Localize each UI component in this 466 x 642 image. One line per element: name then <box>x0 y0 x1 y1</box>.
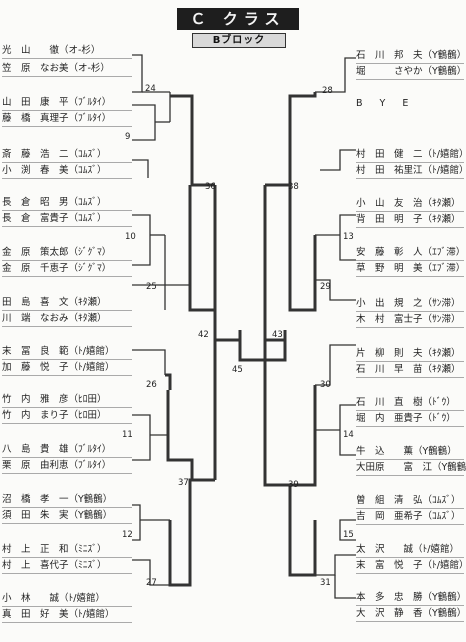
player-left-22: 村 上 喜代子（ﾐﾆｽﾞ） <box>2 559 132 574</box>
match-number-42-left: 42 <box>198 330 209 340</box>
player-right-7: 背 田 明 子（ｷﾀ瀬） <box>356 213 464 228</box>
player-right-bye: B Y E <box>356 98 416 109</box>
match-number-15: 15 <box>343 530 354 540</box>
player-right-8: 安 藤 彰 人（ｴﾌﾞ滞） <box>356 246 465 261</box>
player-left-12: 川 端 なおみ（ｷﾀ瀬） <box>2 312 132 327</box>
player-left-15: 竹 内 雅 彦（ﾋﾛ田） <box>2 393 132 408</box>
match-number-26: 26 <box>146 380 157 390</box>
player-right-17: 大田原 富 江（Y鶴鶴） <box>356 461 466 476</box>
match-number-10: 10 <box>125 232 136 242</box>
match-number-12: 12 <box>122 530 133 540</box>
player-right-18: 曽 組 清 弘（ｺﾑｽﾞ） <box>356 494 464 509</box>
match-number-38: 38 <box>288 182 299 192</box>
match-number-43: 43 <box>272 330 283 340</box>
match-number-24: 24 <box>145 84 156 94</box>
player-right-15: 堀 内 亜貴子（ﾄﾞｳ） <box>356 412 464 427</box>
player-right-10: 小 出 規 之（ｻﾝ滞） <box>356 297 464 312</box>
match-number-31: 31 <box>320 578 331 588</box>
player-right-5: 村 田 祐里江（ﾄ/嬉館） <box>356 164 466 179</box>
match-number-37: 37 <box>178 478 189 488</box>
player-right-9: 草 野 明 美（ｴﾌﾞ滞） <box>356 262 465 277</box>
player-right-19: 吉 岡 亜希子（ｺﾑｽﾞ） <box>356 510 464 525</box>
match-number-14: 14 <box>343 430 354 440</box>
player-left-1: 光 山 徹（オ-杉） <box>2 44 132 59</box>
player-left-14: 加 藤 悦 子（ﾄ/嬉館） <box>2 361 132 376</box>
player-left-8: 長 倉 富貴子（ｺﾑｽﾞ） <box>2 212 132 227</box>
match-number-11: 11 <box>122 430 133 440</box>
player-left-23: 小 林 誠（ﾄ/嬉館） <box>2 592 132 607</box>
match-number-39: 39 <box>288 480 299 490</box>
player-left-4: 藤 橋 真理子（ﾌﾞﾙﾀｲ） <box>2 112 132 127</box>
player-left-17: 八 島 貴 雄（ﾌﾞﾙﾀｲ） <box>2 443 132 458</box>
player-right-21: 末 富 悦 子（ﾄ/嬉館） <box>356 559 466 574</box>
player-right-23: 大 沢 静 香（Y鶴鶴） <box>356 607 466 622</box>
player-left-20: 須 田 朱 実（Y鶴鶴） <box>2 509 132 524</box>
player-left-21: 村 上 正 和（ﾐﾆｽﾞ） <box>2 543 132 558</box>
player-left-16: 竹 内 まり子（ﾋﾛ田） <box>2 409 132 424</box>
player-left-13: 末 冨 良 範（ﾄ/嬉館） <box>2 345 132 360</box>
player-left-24: 真 田 好 美（ﾄ/嬉館） <box>2 608 132 623</box>
class-title: Ｃ クラス <box>177 8 299 30</box>
match-number-45: 45 <box>232 365 243 375</box>
player-left-11: 田 島 喜 文（ｷﾀ瀬） <box>2 296 132 311</box>
player-left-3: 山 田 康 平（ﾌﾞﾙﾀｲ） <box>2 96 132 111</box>
player-right-22: 本 多 忠 勝（Y鶴鶴） <box>356 591 466 606</box>
player-right-2: 堀 さやか（Y鶴鶴） <box>356 65 466 80</box>
player-left-6: 小 渕 春 美（ｺﾑｽﾞ） <box>2 164 132 179</box>
match-number-28: 28 <box>322 86 333 96</box>
player-left-10: 金 原 千恵子（ｼﾞｸﾞﾏ） <box>2 262 132 277</box>
player-right-6: 小 山 友 治（ｷﾀ瀬） <box>356 197 464 212</box>
player-left-2: 笠 原 なお美（オ-杉） <box>2 62 132 77</box>
match-number-13: 13 <box>343 232 354 242</box>
block-label: Bブロック <box>192 33 286 48</box>
player-right-20: 太 沢 誠（ﾄ/嬉館） <box>356 543 464 558</box>
match-number-30: 30 <box>320 380 331 390</box>
player-left-19: 沼 橋 孝 一（Y鶴鶴） <box>2 493 132 508</box>
player-left-7: 長 倉 昭 男（ｺﾑｽﾞ） <box>2 196 132 211</box>
match-number-36: 36 <box>205 182 216 192</box>
player-right-1: 石 川 邦 夫（Y鶴鶴） <box>356 49 466 64</box>
player-right-13: 石 川 早 苗（ｷﾀ瀬） <box>356 363 464 378</box>
player-right-14: 石 川 直 樹（ﾄﾞｳ） <box>356 396 464 411</box>
player-right-11: 木 村 富士子（ｻﾝ滞） <box>356 313 464 328</box>
player-right-16: 牛 込 薫（Y鶴鶴） <box>356 445 464 460</box>
player-left-5: 斎 藤 浩 二（ｺﾑｽﾞ） <box>2 148 132 163</box>
match-number-9: 9 <box>125 132 131 142</box>
player-right-12: 片 柳 則 夫（ｷﾀ瀬） <box>356 347 464 362</box>
player-right-4: 村 田 健 二（ﾄ/嬉館） <box>356 148 466 163</box>
match-number-27: 27 <box>146 578 157 588</box>
player-left-9: 金 原 策太郎（ｼﾞｸﾞﾏ） <box>2 246 132 261</box>
match-number-25: 25 <box>146 282 157 292</box>
match-number-29: 29 <box>320 282 331 292</box>
player-left-18: 栗 原 由利恵（ﾌﾞﾙﾀｲ） <box>2 459 132 474</box>
